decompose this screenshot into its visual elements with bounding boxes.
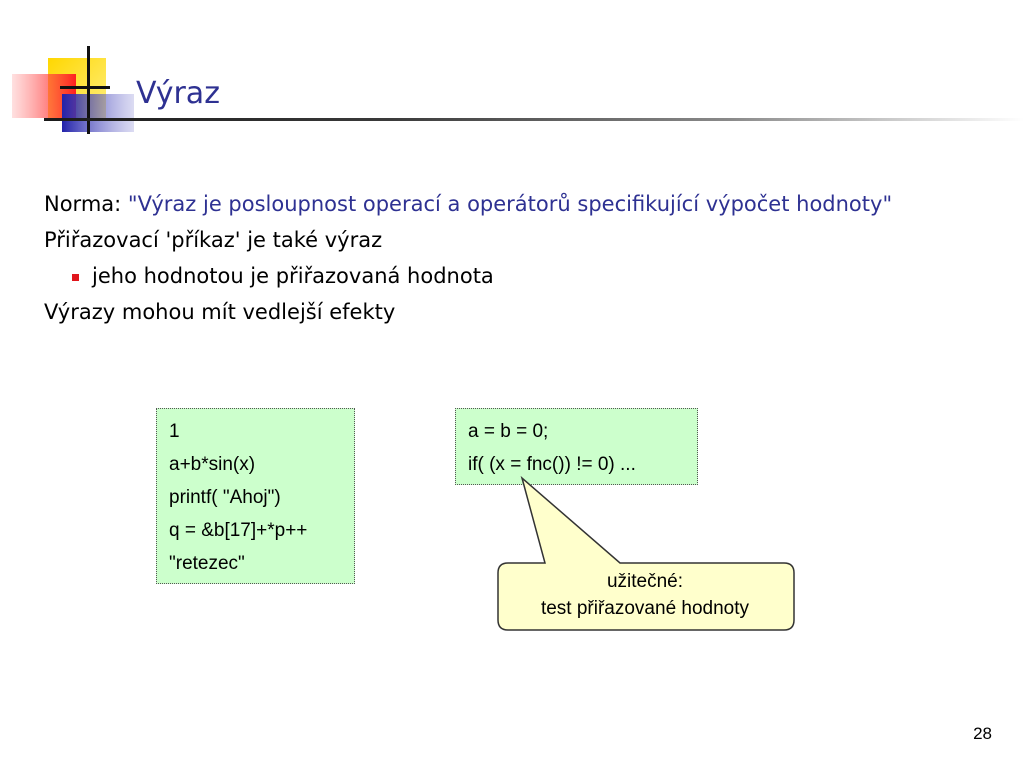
code-line: 1	[169, 421, 180, 442]
bullet-text: jeho hodnotou je přiřazovaná hodnota	[92, 264, 494, 288]
square-bullet-icon	[72, 274, 79, 281]
code-line: a = b = 0;	[468, 421, 549, 442]
callout-text: užitečné: test přiřazované hodnoty	[498, 568, 792, 622]
code-line: a+b*sin(x)	[169, 454, 256, 475]
title-underline	[44, 118, 1024, 121]
norma-label: Norma:	[44, 192, 128, 216]
code-line: if( (x = fnc()) != 0) ...	[468, 454, 636, 475]
callout-line: test přiřazované hodnoty	[540, 598, 750, 619]
code-line: "retezec"	[169, 553, 245, 574]
slide-title: Výraz	[136, 76, 220, 111]
norma-line: Norma: "Výraz je posloupnost operací a o…	[44, 186, 892, 222]
code-examples-box: 1 a+b*sin(x) printf( "Ahoj") q = &b[17]+…	[156, 408, 355, 584]
norma-quote: "Výraz je posloupnost operací a operátor…	[127, 192, 893, 216]
page-number: 28	[973, 724, 992, 743]
assignment-code-box: a = b = 0; if( (x = fnc()) != 0) ...	[455, 408, 698, 485]
code-line: printf( "Ahoj")	[169, 487, 281, 508]
slide-body: Norma: "Výraz je posloupnost operací a o…	[44, 186, 892, 330]
callout-line: užitečné:	[606, 571, 684, 592]
bullet-line: jeho hodnotou je přiřazovaná hodnota	[44, 258, 892, 294]
code-line: q = &b[17]+*p++	[169, 520, 308, 541]
decorative-logo	[12, 46, 134, 134]
assign-line: Přiřazovací 'příkaz' je také výraz	[44, 228, 383, 252]
side-effects-line: Výrazy mohou mít vedlejší efekty	[44, 300, 396, 324]
